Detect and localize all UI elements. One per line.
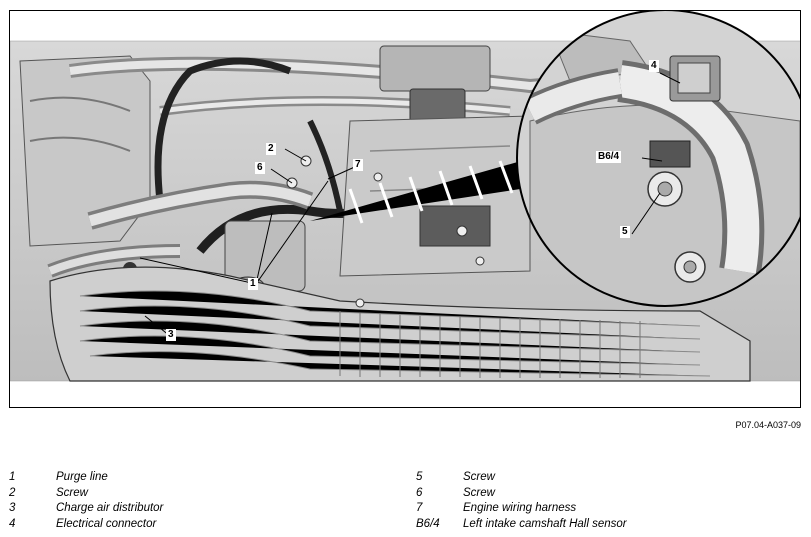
legend-key: 5: [416, 471, 423, 483]
magnifier-circle: [516, 11, 800, 307]
legend-key: 2: [9, 486, 16, 499]
callout-1: 1: [248, 278, 258, 290]
legend-text: Engine wiring harness: [463, 502, 577, 514]
legend-text: Screw: [463, 486, 495, 499]
callout-5: 5: [620, 226, 630, 238]
legend-text: Screw: [56, 486, 88, 499]
callout-4: 4: [649, 60, 659, 72]
legend-key: 3: [9, 502, 16, 514]
callout-2: 2: [266, 143, 276, 155]
callout-7: 7: [353, 159, 363, 171]
leader-lines: [139, 72, 681, 337]
magnifier-beam: [310, 159, 540, 221]
beam-gaps: [348, 160, 514, 224]
legend-text: Purge line: [56, 471, 108, 483]
legend-key: 7: [416, 502, 423, 514]
legend-key: B6/4: [416, 517, 440, 530]
callout-b6-4: B6/4: [596, 151, 622, 163]
engine-illustration: [10, 11, 800, 382]
figure-code: P07.04-A037-09: [735, 420, 801, 430]
legend-text: Screw: [463, 471, 495, 483]
distributor-fins: [339, 311, 641, 378]
legend-key: 4: [9, 517, 16, 530]
callout-3: 3: [166, 329, 176, 341]
lens-hall-sensor: [649, 140, 691, 168]
legend-text: Electrical connector: [56, 517, 157, 530]
harness-upper: [154, 57, 292, 202]
control-unit: [379, 45, 491, 92]
legend-text: Charge air distributor: [56, 502, 164, 514]
engine-figure: 1 2 3 4 5 6 7 B6/4: [9, 10, 801, 408]
distributor-ribs: [79, 290, 711, 377]
callout-6: 6: [255, 162, 265, 174]
legend-key: 6: [416, 486, 423, 499]
legend-key: 1: [9, 471, 16, 483]
legend-text: Left intake camshaft Hall sensor: [463, 517, 627, 530]
